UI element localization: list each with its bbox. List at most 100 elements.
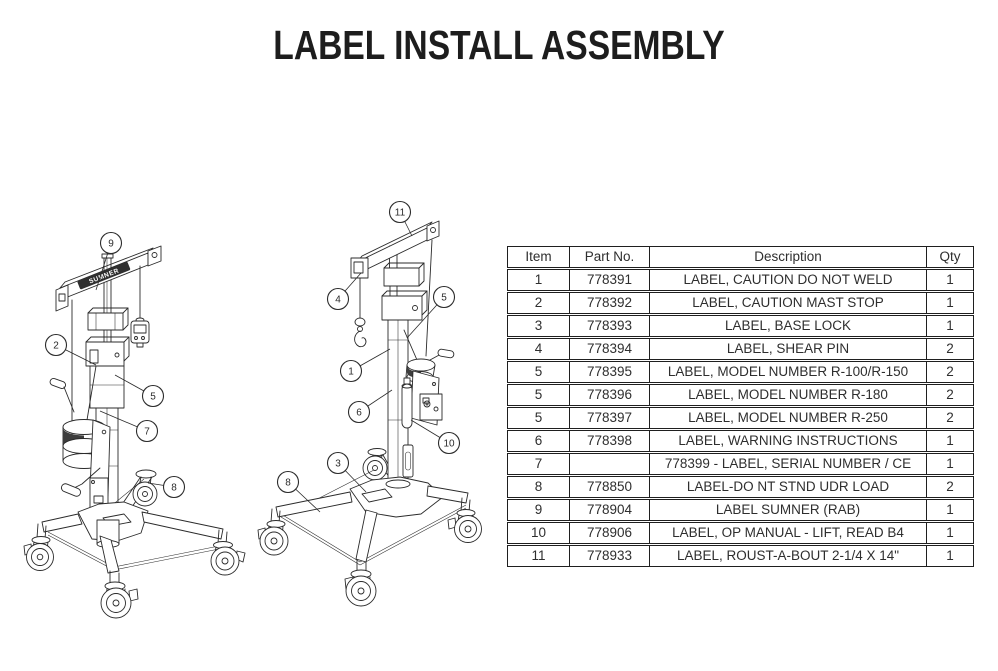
cell-description: LABEL, BASE LOCK — [649, 315, 926, 337]
cell-part-no: 778904 — [569, 499, 649, 521]
cell-item: 1 — [507, 269, 569, 291]
callout-number: 7 — [144, 427, 150, 438]
cell-item: 9 — [507, 499, 569, 521]
cell-part-no: 778394 — [569, 338, 649, 360]
callout-number: 9 — [108, 239, 114, 250]
cell-part-no: 778395 — [569, 361, 649, 383]
cell-qty: 2 — [926, 338, 974, 360]
callout-number: 6 — [356, 408, 362, 419]
cell-item: 5 — [507, 407, 569, 429]
cell-part-no: 778397 — [569, 407, 649, 429]
cell-description: LABEL, CAUTION DO NOT WELD — [649, 269, 926, 291]
cell-part-no: 778933 — [569, 545, 649, 567]
cell-qty: 2 — [926, 384, 974, 406]
callout-number: 8 — [285, 478, 291, 489]
callout-number: 3 — [335, 459, 341, 470]
cell-part-no — [569, 453, 649, 475]
cell-qty: 1 — [926, 315, 974, 337]
cell-item: 6 — [507, 430, 569, 452]
header-part-no: Part No. — [569, 246, 649, 268]
left-lift-drawing: SUMNER — [23, 245, 246, 619]
callout-number: 2 — [53, 341, 59, 352]
cell-item: 5 — [507, 384, 569, 406]
cell-description: LABEL, MODEL NUMBER R-180 — [649, 384, 926, 406]
callout-balloon-11 — [388, 200, 412, 224]
callout-balloon-8 — [162, 475, 186, 499]
cell-part-no: 778906 — [569, 522, 649, 544]
cell-item: 10 — [507, 522, 569, 544]
cell-description: LABEL, MODEL NUMBER R-250 — [649, 407, 926, 429]
cell-description: LABEL, ROUST-A-BOUT 2-1/4 X 14" — [649, 545, 926, 567]
cell-qty: 1 — [926, 453, 974, 475]
cell-qty: 1 — [926, 499, 974, 521]
cell-qty: 2 — [926, 361, 974, 383]
callout-number: 1 — [348, 367, 354, 378]
cell-description: LABEL, CAUTION MAST STOP — [649, 292, 926, 314]
callout-balloon-7 — [135, 419, 159, 443]
cell-part-no: 778398 — [569, 430, 649, 452]
cell-description: LABEL, OP MANUAL - LIFT, READ B4 — [649, 522, 926, 544]
cell-item: 2 — [507, 292, 569, 314]
cell-part-no: 778392 — [569, 292, 649, 314]
cell-qty: 1 — [926, 545, 974, 567]
cell-description: 778399 - LABEL, SERIAL NUMBER / CE — [649, 453, 926, 475]
cell-item: 5 — [507, 361, 569, 383]
cell-description: LABEL, WARNING INSTRUCTIONS — [649, 430, 926, 452]
callout-number: 10 — [443, 439, 455, 450]
parts-table-header-row: Item Part No. Description Qty — [507, 246, 974, 268]
callout-balloon-6 — [347, 400, 371, 424]
cell-qty: 1 — [926, 522, 974, 544]
callout-balloon-8 — [276, 470, 300, 494]
cell-qty: 1 — [926, 292, 974, 314]
cell-description: LABEL, SHEAR PIN — [649, 338, 926, 360]
callout-balloon-2 — [44, 333, 68, 357]
callout-balloon-5 — [432, 285, 456, 309]
cell-description: LABEL-DO NT STND UDR LOAD — [649, 476, 926, 498]
header-qty: Qty — [926, 246, 974, 268]
cell-part-no: 778391 — [569, 269, 649, 291]
callout-number: 11 — [395, 208, 406, 219]
cell-item: 7 — [507, 453, 569, 475]
callout-balloon-5 — [141, 384, 165, 408]
cell-part-no: 778396 — [569, 384, 649, 406]
callout-balloon-9 — [99, 231, 123, 255]
callout-number: 5 — [150, 392, 156, 403]
cell-qty: 1 — [926, 430, 974, 452]
right-lift-drawing — [257, 220, 482, 607]
callout-balloon-1 — [339, 359, 363, 383]
callout-balloon-10 — [437, 431, 461, 455]
cell-description: LABEL, MODEL NUMBER R-100/R-150 — [649, 361, 926, 383]
callout-balloon-4 — [326, 287, 350, 311]
callout-balloon-3 — [326, 451, 350, 475]
cell-item: 11 — [507, 545, 569, 567]
cell-part-no: 778850 — [569, 476, 649, 498]
cell-item: 3 — [507, 315, 569, 337]
cell-qty: 2 — [926, 476, 974, 498]
cell-part-no: 778393 — [569, 315, 649, 337]
cell-description: LABEL SUMNER (RAB) — [649, 499, 926, 521]
callout-number: 4 — [335, 295, 341, 306]
sumner-label-plate — [77, 261, 131, 290]
cell-qty: 2 — [926, 407, 974, 429]
header-item: Item — [507, 246, 569, 268]
header-description: Description — [649, 246, 926, 268]
cell-item: 8 — [507, 476, 569, 498]
page-title: LABEL INSTALL ASSEMBLY — [273, 22, 725, 68]
cell-qty: 1 — [926, 269, 974, 291]
